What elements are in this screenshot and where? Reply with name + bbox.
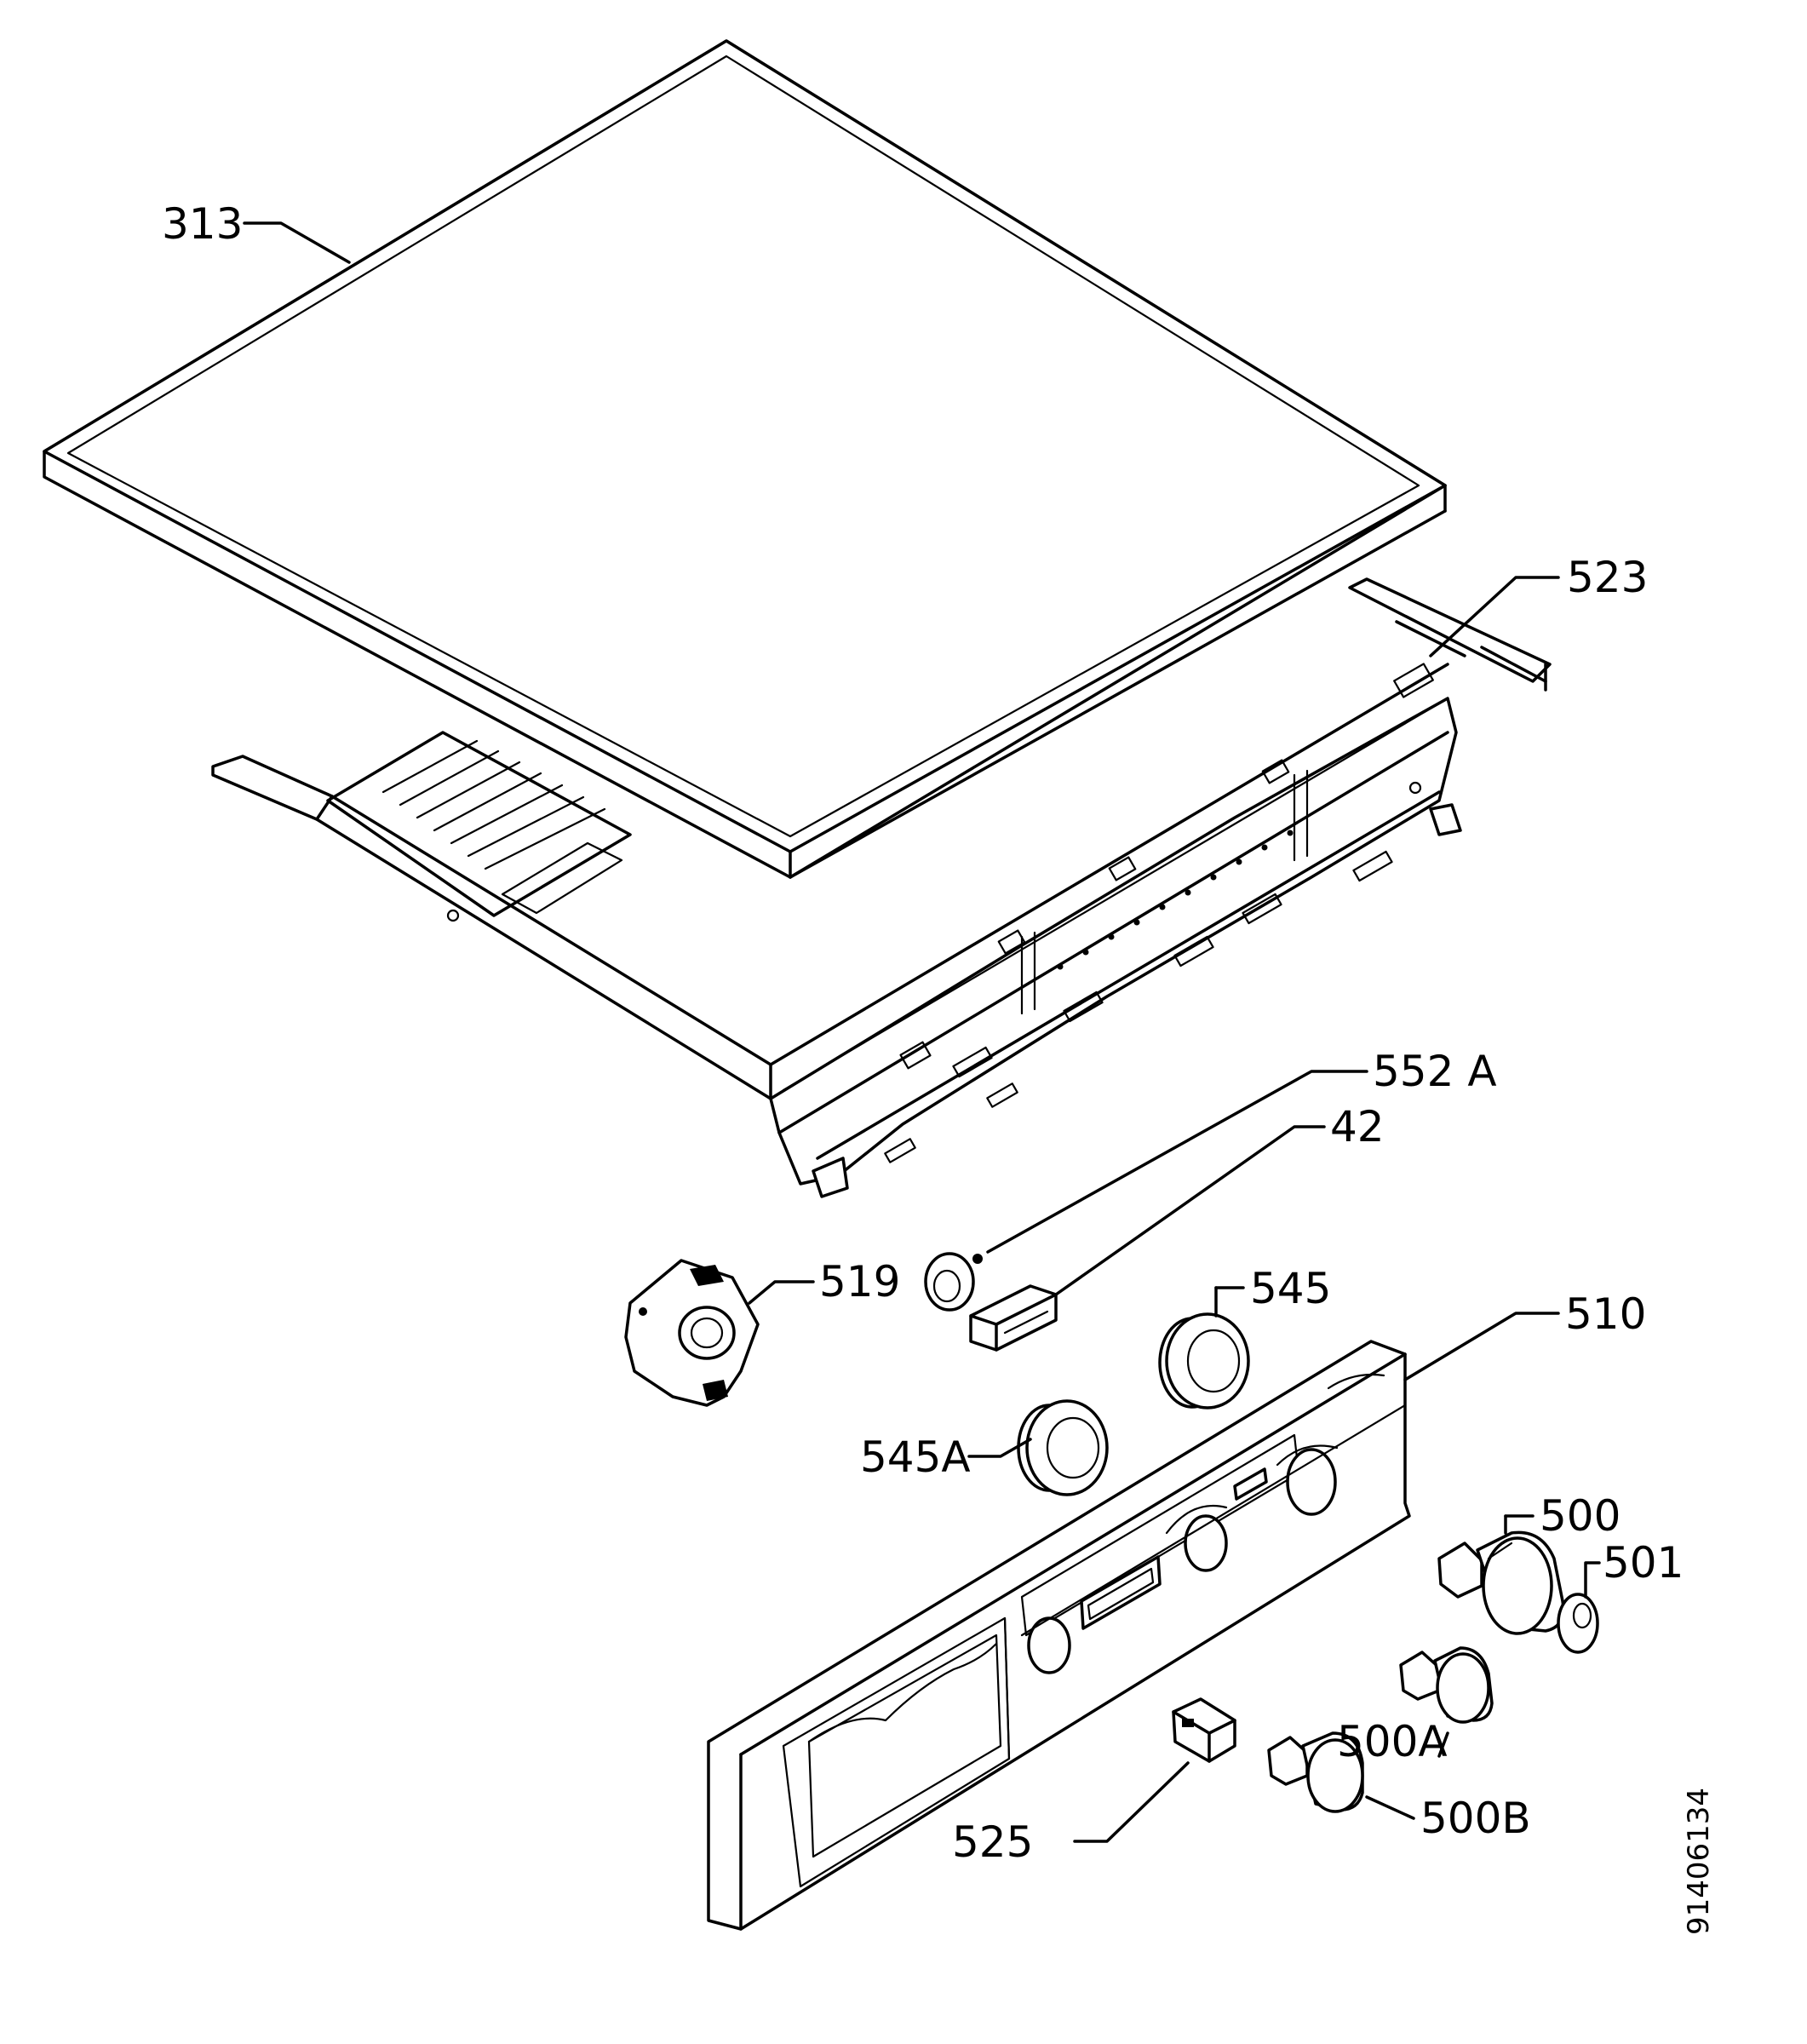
drawing-code: 91406134 bbox=[1682, 1788, 1716, 1935]
part-519-holder bbox=[624, 1259, 760, 1407]
part-545a-knob bbox=[1017, 1399, 1109, 1496]
label-525: 525 bbox=[952, 1817, 1033, 1867]
label-42: 42 bbox=[1330, 1102, 1385, 1151]
leader-lines bbox=[243, 221, 1601, 1843]
part-500b-push-button bbox=[1267, 1731, 1364, 1813]
part-525-switch bbox=[1172, 1697, 1236, 1763]
part-500a-push-button bbox=[1399, 1646, 1494, 1724]
part-501-cap bbox=[1557, 1593, 1599, 1654]
label-510: 510 bbox=[1565, 1289, 1646, 1339]
part-510-front-panel bbox=[707, 1340, 1411, 1931]
part-552a-ring bbox=[924, 1252, 983, 1312]
label-500a: 500A bbox=[1337, 1717, 1448, 1766]
part-42-block bbox=[969, 1284, 1058, 1352]
label-545a: 545A bbox=[860, 1433, 971, 1482]
label-519: 519 bbox=[819, 1257, 900, 1306]
label-313: 313 bbox=[162, 199, 243, 249]
part-500-push-button bbox=[1437, 1530, 1565, 1635]
label-523: 523 bbox=[1567, 553, 1648, 602]
label-500b: 500B bbox=[1420, 1794, 1531, 1843]
label-501: 501 bbox=[1603, 1538, 1684, 1588]
part-313-top-lid bbox=[43, 39, 1447, 879]
label-500: 500 bbox=[1540, 1491, 1621, 1541]
callout-labels: 313 523 552 A 42 519 545 510 545A 500 50… bbox=[162, 199, 1684, 1867]
part-545-knob bbox=[1158, 1312, 1250, 1410]
label-545: 545 bbox=[1250, 1264, 1331, 1313]
part-523-frame bbox=[211, 577, 1552, 1198]
label-552a: 552 A bbox=[1373, 1047, 1497, 1096]
